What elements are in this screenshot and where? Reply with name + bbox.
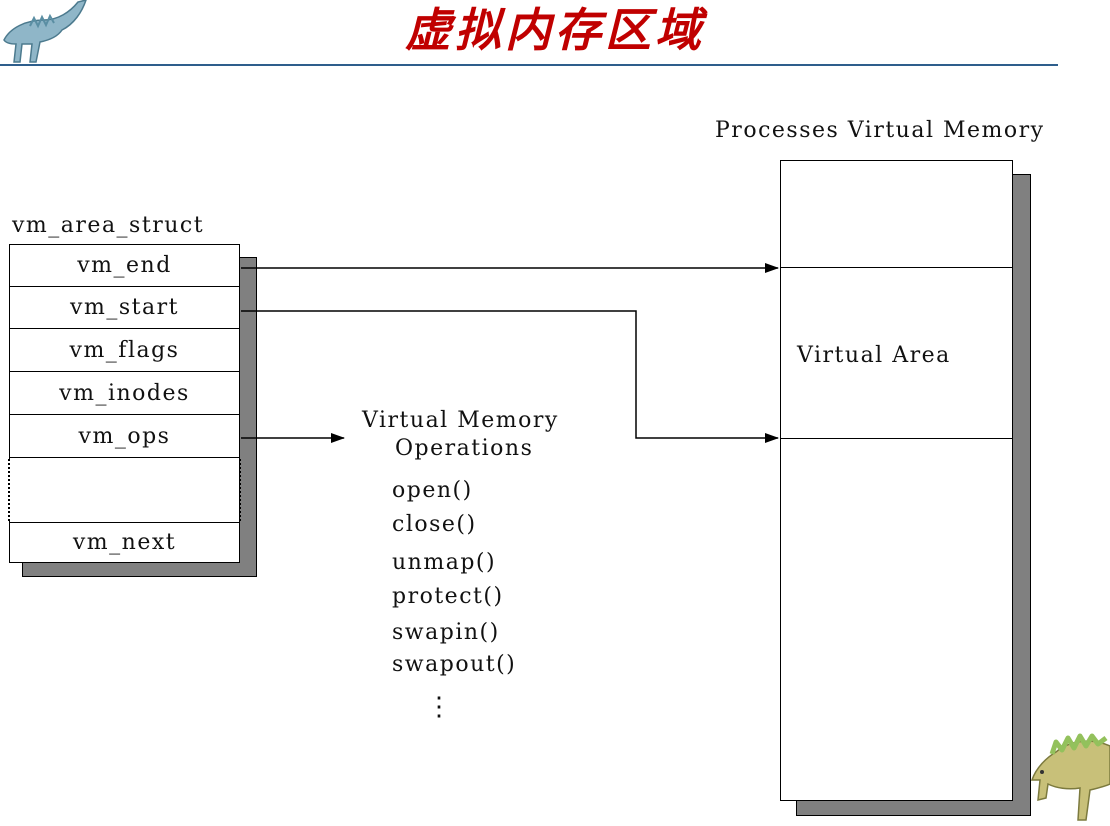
op-open: open(): [392, 478, 473, 503]
area-top-boundary: [781, 267, 1012, 268]
op-protect: protect(): [392, 584, 504, 609]
op-more-ellipsis: ⋮: [426, 692, 454, 722]
field-ellipsis-gap: [8, 459, 241, 523]
struct-title: vm_area_struct: [12, 213, 205, 238]
dinosaur-logo-icon: [1030, 728, 1110, 826]
vm-area-struct-box: vm_end vm_start vm_flags vm_inodes vm_op…: [8, 244, 241, 563]
process-virtual-memory-box: [780, 160, 1013, 801]
op-swapin: swapin(): [392, 620, 500, 645]
op-swapout: swapout(): [392, 652, 517, 677]
arrow-vm-start: [241, 310, 779, 443]
memory-title: Processes Virtual Memory: [715, 118, 1045, 143]
field-vm-ops: vm_ops: [10, 416, 239, 458]
op-unmap: unmap(): [392, 550, 497, 575]
field-vm-next: vm_next: [72, 530, 177, 555]
field-vm-end: vm_end: [10, 245, 239, 287]
operations-title-line1: Virtual Memory: [362, 408, 559, 433]
field-vm-start: vm_start: [10, 287, 239, 329]
title-divider: [0, 64, 1058, 66]
op-close: close(): [392, 512, 477, 537]
page-title: 虚拟内存区域: [405, 3, 705, 57]
operations-title-line2: Operations: [395, 436, 534, 461]
area-bottom-boundary: [781, 438, 1012, 439]
field-vm-flags: vm_flags: [10, 330, 239, 372]
virtual-area-label: Virtual Area: [797, 343, 951, 368]
field-vm-inodes: vm_inodes: [10, 373, 239, 415]
dinosaur-logo-icon: [0, 0, 95, 68]
